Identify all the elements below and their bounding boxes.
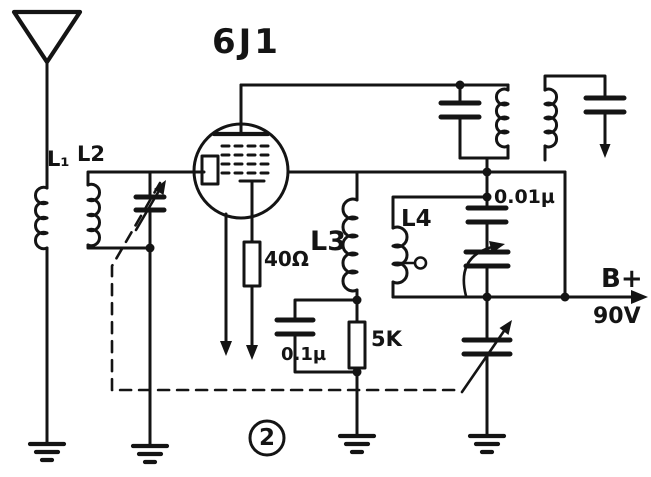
coil-l2	[86, 170, 206, 250]
coil-l4-label: L4	[401, 206, 432, 232]
bypass-cap-label: 0.1µ	[281, 344, 327, 365]
coil-l1	[33, 185, 49, 446]
bypass-capacitor	[274, 298, 359, 374]
bplus-rail	[391, 290, 648, 304]
supply-voltage-label: 90V	[593, 304, 641, 329]
tube-6j1	[192, 83, 290, 244]
coil-l3	[341, 170, 359, 324]
ground-symbol-tuning	[130, 443, 170, 465]
coupling-cap-label: 0.01µ	[494, 186, 555, 208]
bias-resistor-label: 5K	[371, 327, 402, 351]
coupling-capacitor	[465, 205, 509, 254]
if-transformer-secondary-tank	[543, 74, 627, 162]
antenna-icon	[11, 9, 83, 190]
bias-resistor	[347, 320, 367, 438]
junction-dots	[145, 80, 570, 377]
figure-number: 2	[258, 425, 275, 451]
ground-symbol-osc	[467, 433, 507, 455]
variable-capacitor-antenna	[133, 170, 167, 448]
coil-l4	[391, 195, 489, 299]
coil-l1-label: L₁	[47, 147, 70, 171]
coil-l3-label: L3	[310, 226, 346, 257]
cathode-resistor	[242, 240, 262, 360]
screen-wire	[286, 170, 567, 299]
if-transformer-primary-tank	[438, 83, 510, 210]
bplus-label: B+	[601, 264, 643, 294]
variable-capacitor-regen	[462, 241, 511, 342]
cathode-resistor-label: 40Ω	[264, 247, 309, 271]
ground-symbol-antenna	[27, 441, 67, 463]
tube-type-label: 6J1	[212, 22, 281, 62]
filament-lead-arrow-left	[220, 212, 232, 356]
variable-capacitor-tuning	[460, 320, 513, 438]
figure-number-circle	[248, 419, 286, 457]
ground-symbol-bias	[337, 433, 377, 455]
gang-linkage	[110, 181, 457, 392]
coil-l2-label: L2	[77, 142, 105, 166]
